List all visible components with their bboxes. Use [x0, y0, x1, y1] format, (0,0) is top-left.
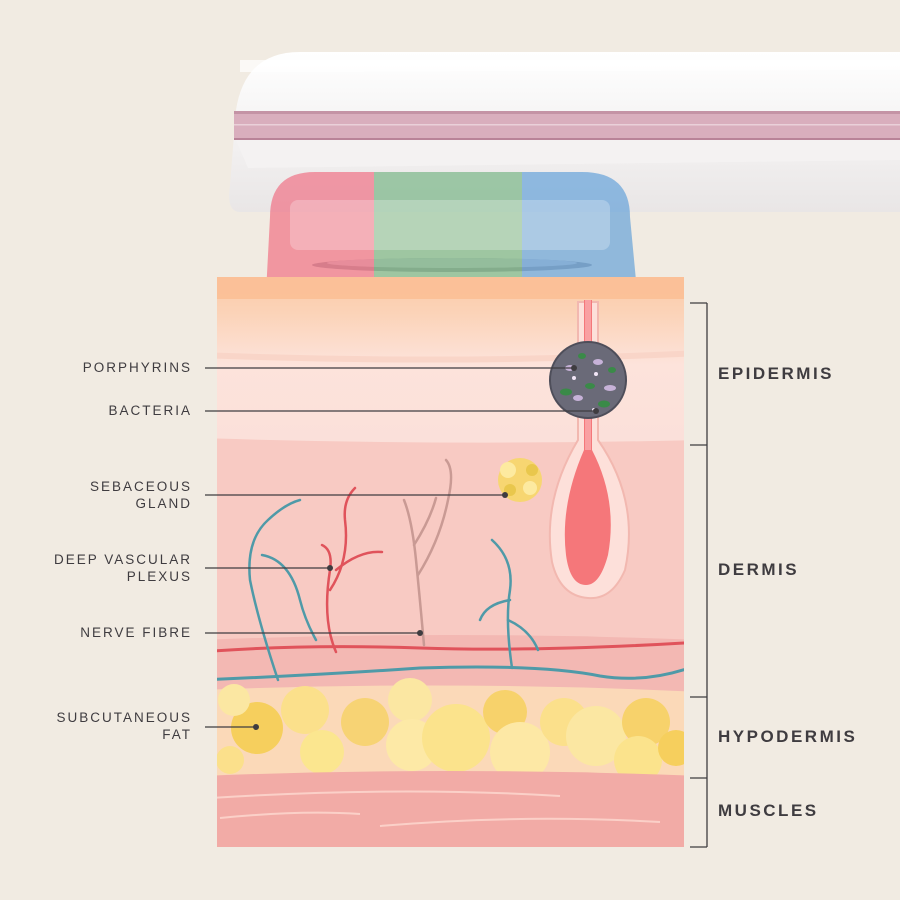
skin-block: [217, 277, 684, 847]
porphyrins-label: PORPHYRINS: [82, 360, 192, 375]
nerve-fibre-label: NERVE FIBRE: [80, 625, 192, 640]
bacteria-label: BACTERIA: [108, 403, 192, 418]
dermis-label: DERMIS: [718, 560, 800, 579]
subcutaneous-fat-label: SUBCUTANEOUS FAT: [56, 709, 192, 743]
deep-vascular-plexus-label-line-2: PLEXUS: [126, 569, 192, 584]
layer-brackets: [690, 302, 708, 848]
sebaceous-gland-label-line-2: GLAND: [135, 496, 192, 511]
deep-vascular-plexus-label: DEEP VASCULAR PLEXUS: [54, 551, 192, 585]
epidermis-label: EPIDERMIS: [718, 364, 835, 383]
sebaceous-gland-label-line-1: SEBACEOUS: [89, 479, 192, 494]
muscles-label: MUSCLES: [718, 801, 819, 820]
sebaceous-gland: [498, 458, 542, 502]
muscle-layer: [217, 771, 684, 847]
bacteria-cluster: [549, 341, 627, 419]
callout-lines: [205, 367, 596, 728]
hypodermis-label: HYPODERMIS: [718, 727, 858, 746]
deep-vascular-plexus-label-line-1: DEEP VASCULAR: [53, 552, 192, 567]
sebaceous-gland-label: SEBACEOUS GLAND: [90, 478, 192, 512]
fat-cells: [217, 678, 684, 784]
subcutaneous-fat-label-line-1: SUBCUTANEOUS: [56, 710, 192, 725]
callout-dots: [253, 365, 599, 730]
subcutaneous-fat-label-line-2: FAT: [162, 727, 192, 742]
